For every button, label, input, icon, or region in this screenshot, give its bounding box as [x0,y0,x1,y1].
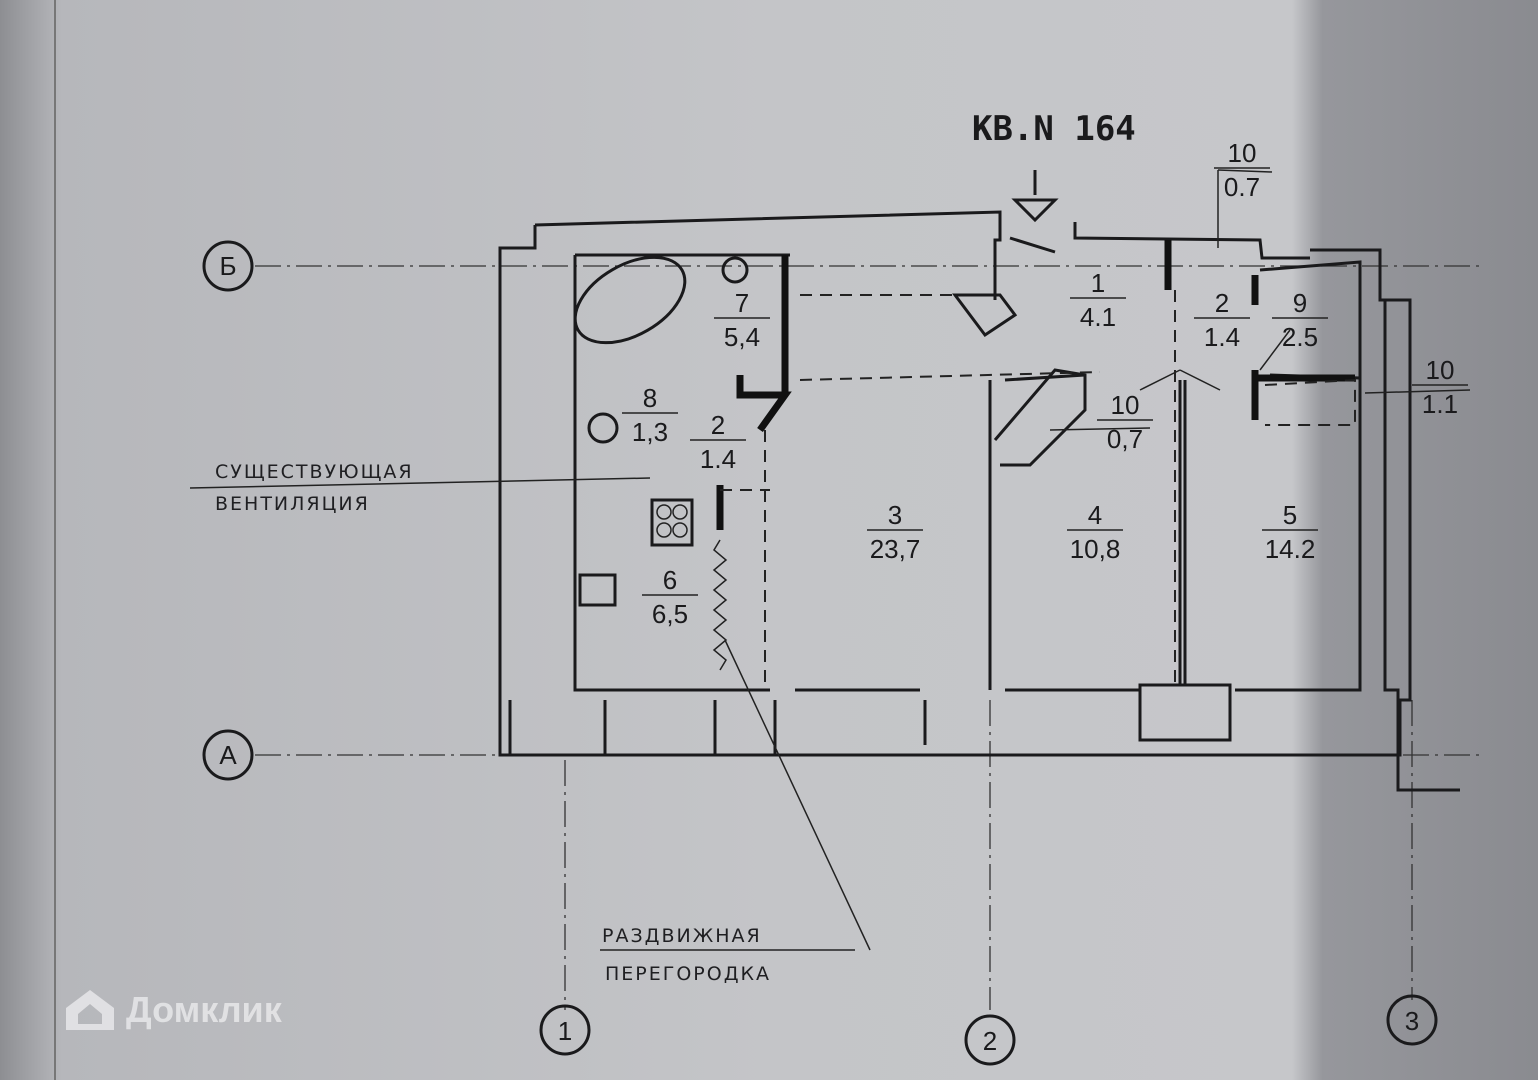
room-number: 10 [1426,355,1455,385]
fixtures [573,255,1291,671]
room-label: 14.1 [1070,268,1126,332]
axis-marker-a [202,729,254,781]
room-label: 100.7 [1214,138,1270,202]
room-label: 75,4 [714,288,770,352]
room-label: 21.4 [1194,288,1250,352]
room-label: 66,5 [642,565,698,629]
room-area: 2.5 [1282,322,1318,352]
domclick-watermark: Домклик [62,988,282,1032]
bathtub [573,255,687,345]
leader-lines [189,169,1471,951]
watermark-text: Домклик [126,989,282,1030]
room-label: 101.1 [1412,355,1468,419]
room-area: 6,5 [652,599,688,629]
room-number: 8 [643,383,657,413]
room-area: 1.1 [1422,389,1458,419]
room-number: 9 [1293,288,1307,318]
room-area: 1.4 [700,444,736,474]
axis-marker-1 [539,1004,591,1056]
room-number: 1 [1091,268,1105,298]
room-area: 4.1 [1080,302,1116,332]
room-label: 92.5 [1272,288,1328,352]
axis-label-2: 2 [983,1026,997,1056]
room-number: 2 [711,410,725,440]
entrance-door [1009,236,1056,254]
room-number: 2 [1215,288,1229,318]
grid-axes [202,240,1480,1066]
axis-marker-b [202,240,254,292]
room-number: 3 [888,500,902,530]
stove [650,498,694,547]
room-label: 100,7 [1097,390,1153,454]
axis-label-b: Б [219,251,236,281]
axis-label-a: А [219,740,237,770]
room-area: 1,3 [632,417,668,447]
room-label: 514.2 [1262,500,1318,564]
room-area: 1.4 [1204,322,1240,352]
room-label: 323,7 [867,500,923,564]
axis-label-3: 3 [1405,1006,1419,1036]
room-label: 410,8 [1067,500,1123,564]
room-area: 14.2 [1265,534,1316,564]
dashed-partitions [720,290,1356,690]
apartment-title: КВ.N 164 [972,109,1136,149]
partition-note-line2: ПЕРЕГОРОДКА [605,963,771,985]
room-number: 5 [1283,500,1297,530]
walls [498,170,1460,792]
house-logo-icon [66,990,114,1030]
entrance-arrow [1011,198,1059,223]
sliding-partition [712,539,728,671]
axis-marker-2 [964,1014,1016,1066]
axis-marker-3 [1386,994,1438,1046]
room-number: 7 [735,288,749,318]
room-number: 10 [1111,390,1140,420]
room-area: 0.7 [1224,172,1260,202]
sink [587,412,619,444]
room-number: 6 [663,565,677,595]
ventilation-note-line1: СУЩЕСТВУЮЩАЯ [215,461,414,483]
partition-note-line1: РАЗДВИЖНАЯ [602,925,762,947]
ventilation-note-line2: ВЕНТИЛЯЦИЯ [215,493,370,515]
room-area: 0,7 [1107,424,1143,454]
kitchen-sink [578,573,617,607]
room-area: 10,8 [1070,534,1121,564]
room-area: 5,4 [724,322,760,352]
room-area: 23,7 [870,534,921,564]
room-number: 4 [1088,500,1102,530]
toilet [721,256,749,284]
room-label: 81,3 [622,383,678,447]
room-number: 10 [1228,138,1257,168]
axis-label-1: 1 [558,1016,572,1046]
room-label: 21.4 [690,410,746,474]
